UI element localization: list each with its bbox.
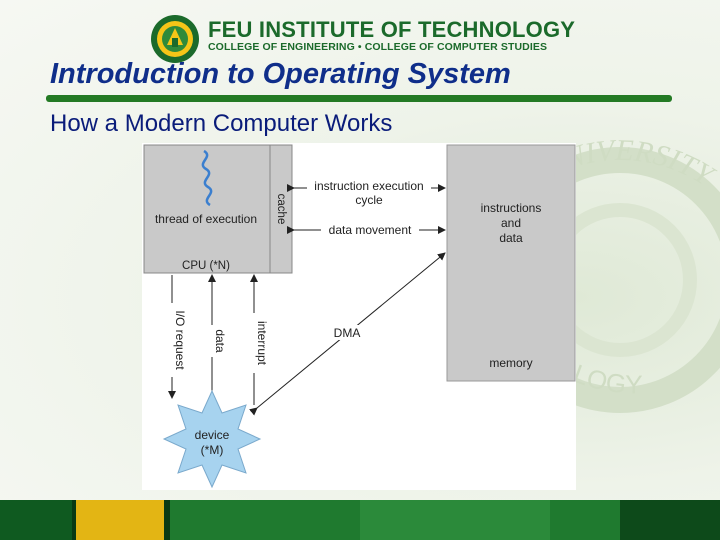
slide-subtitle: How a Modern Computer Works (50, 110, 393, 137)
dma-label: DMA (334, 326, 361, 340)
footer-stripe (164, 500, 170, 540)
footer-stripe (72, 500, 76, 540)
slide-title: Introduction to Operating System (50, 58, 511, 90)
memory-contents-line2: and (501, 216, 521, 230)
footer-stripe (550, 500, 620, 540)
institution-name: FEU INSTITUTE OF TECHNOLOGY (208, 17, 576, 42)
memory-contents-line3: data (499, 231, 523, 245)
footer-stripe-gold (76, 500, 164, 540)
feu-logo-seal (151, 15, 199, 63)
data-transfer-label: data (213, 329, 227, 353)
thread-label: thread of execution (155, 212, 257, 226)
device-label-line2: (*M) (201, 443, 224, 457)
computer-diagram: thread of execution CPU (*N) cache instr… (142, 143, 576, 490)
footer-stripe (170, 500, 360, 540)
cache-label: cache (275, 194, 287, 225)
device-star-icon (162, 389, 262, 489)
cpu-label: CPU (*N) (182, 260, 230, 272)
cpu-box (143, 144, 271, 274)
institution-colleges: COLLEGE OF ENGINEERING • COLLEGE OF COMP… (208, 41, 548, 53)
footer-stripe (620, 500, 720, 540)
footer-stripe (360, 500, 550, 540)
instruction-cycle-line2: cycle (355, 193, 383, 207)
footer-stripe (0, 500, 72, 540)
thread-squiggle-icon (201, 149, 213, 207)
memory-label: memory (489, 356, 532, 370)
footer-stripes (0, 500, 720, 540)
instruction-cycle-line1: instruction execution (314, 179, 423, 193)
memory-box (446, 144, 576, 382)
memory-contents-line1: instructions (481, 201, 542, 215)
io-request-label: I/O request (173, 310, 187, 370)
title-underline (46, 95, 672, 102)
data-movement-label: data movement (329, 223, 412, 237)
interrupt-label: interrupt (255, 321, 269, 366)
device-label-line1: device (195, 428, 230, 442)
